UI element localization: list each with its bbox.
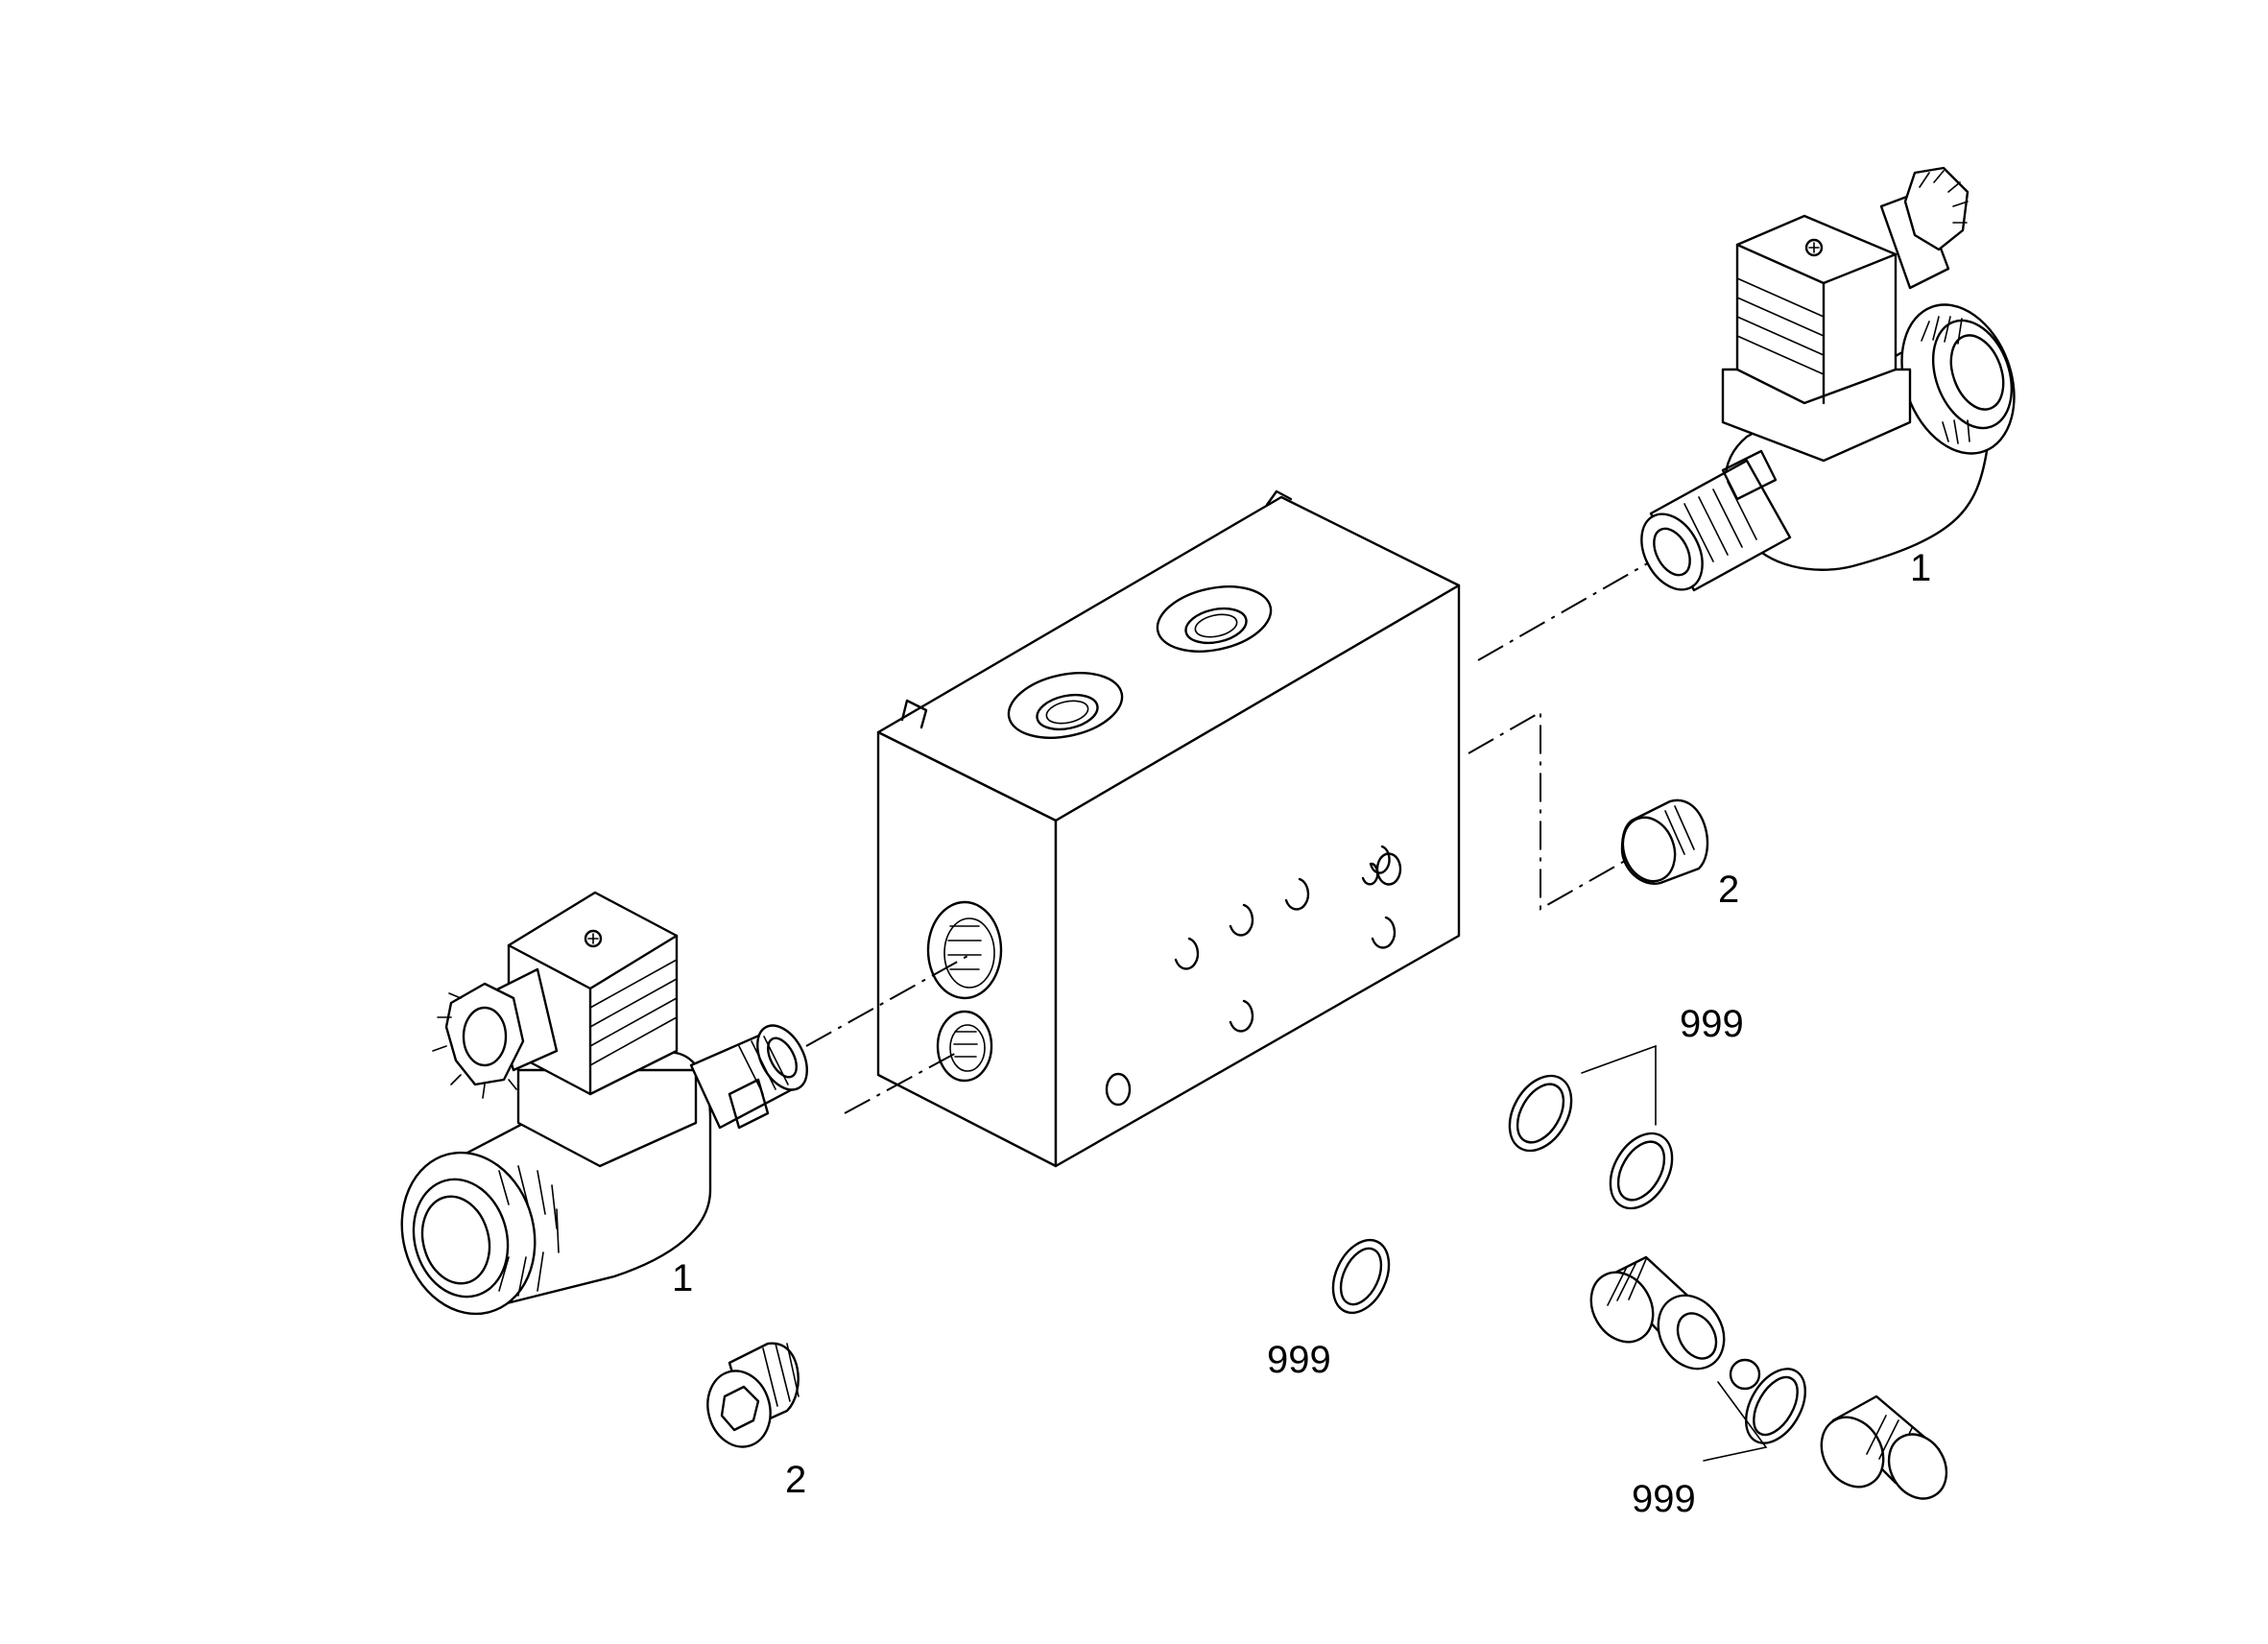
check-ball — [1729, 1358, 1761, 1391]
adapter-fitting — [1589, 1255, 1726, 1370]
solenoid-valve-left — [400, 891, 808, 1316]
plug-right — [1620, 798, 1709, 885]
callout-seal-ring-lower: 999 — [1632, 1478, 1696, 1520]
callout-plug-left: 2 — [785, 1459, 806, 1501]
front-port-large — [926, 900, 1003, 1000]
callout-seal-ring-single: 999 — [1267, 1339, 1331, 1381]
top-port-left — [1007, 672, 1124, 739]
plug-left — [706, 1342, 800, 1448]
callout-seal-ring-pair: 999 — [1680, 1003, 1744, 1045]
o-ring-upper-right — [1609, 1132, 1674, 1210]
o-ring-single — [1331, 1238, 1391, 1315]
o-ring-upper-left — [1508, 1074, 1573, 1153]
center-lines — [805, 560, 1652, 1114]
solenoid-valve-right — [1640, 166, 2016, 592]
side-holes — [1105, 845, 1402, 1107]
callout-plug-right: 2 — [1718, 869, 1739, 911]
callout-solenoid-left: 1 — [672, 1257, 693, 1299]
front-port-small — [936, 1010, 993, 1083]
o-ring-lower — [1745, 1368, 1806, 1444]
callout-leaders — [1581, 1044, 1768, 1462]
callout-solenoid-right: 1 — [1910, 547, 1931, 589]
end-plug — [1820, 1394, 1948, 1500]
valve-block — [876, 489, 1461, 1168]
top-port-right — [1156, 585, 1273, 653]
